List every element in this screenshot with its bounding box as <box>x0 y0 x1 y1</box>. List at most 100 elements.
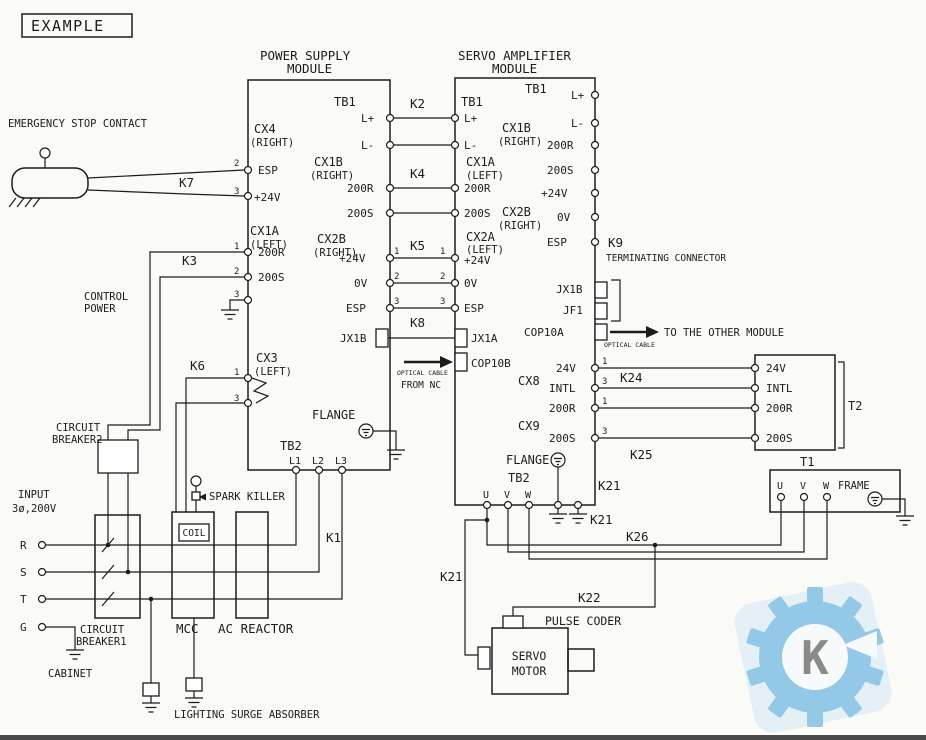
surge-absorber-2 <box>185 677 203 692</box>
pin-number: 2 <box>440 272 445 282</box>
cable-k21-c: K21 <box>440 569 463 584</box>
surge-absorber-1 <box>142 682 160 697</box>
coil-box <box>178 523 210 542</box>
wires <box>8 117 906 703</box>
wire-frame-ground <box>882 498 906 516</box>
wire-tb2-l3 <box>268 473 343 600</box>
ps-l1: L1 <box>289 456 301 467</box>
ps-lminus: L- <box>361 139 374 152</box>
pin-number: 2 <box>234 267 239 277</box>
circuit-breaker1-box <box>94 514 141 619</box>
cable-k25: K25 <box>630 447 653 462</box>
sa-cx8-intl: INTL <box>549 382 576 395</box>
wire-tb2-l1 <box>268 473 297 546</box>
ps-tb1: TB1 <box>334 95 356 109</box>
pin-number: 1 <box>394 247 399 257</box>
pulse-coder-label: PULSE CODER <box>545 614 621 628</box>
watermark-letter: K <box>801 631 829 685</box>
cable-k9: K9 <box>608 235 623 250</box>
sa-u: U <box>483 490 489 501</box>
sa-v: V <box>504 490 510 501</box>
t1-label: T1 <box>800 455 814 469</box>
sa-lminus: L- <box>464 139 477 152</box>
flange-ground-icon <box>358 423 374 439</box>
k9-bracket <box>611 279 621 322</box>
gear-hub <box>782 624 848 690</box>
emergency-stop-label: EMERGENCY STOP CONTACT <box>8 118 148 130</box>
pin-number: 3 <box>602 377 607 387</box>
pin-number: 3 <box>440 297 445 307</box>
sa-cx2a-0v: 0V <box>464 277 478 290</box>
ps-l3: L3 <box>335 456 347 467</box>
ps-cx1b-200r: 200R <box>347 182 374 195</box>
ps-cx3: CX3 <box>256 351 278 365</box>
ground-symbol <box>220 309 240 320</box>
cable-k4: K4 <box>410 166 425 181</box>
ps-cx2b-esp: ESP <box>346 302 366 315</box>
cable-k7: K7 <box>179 175 194 190</box>
input-label: INPUT <box>18 489 50 501</box>
components <box>11 13 901 697</box>
sa-cx9-200r: 200R <box>549 402 576 415</box>
sa-lplus: L+ <box>464 112 478 125</box>
arrowhead <box>440 356 453 368</box>
wire-flange-ground-left <box>373 430 397 450</box>
cop10a-connector <box>594 323 608 341</box>
t1-w: W <box>823 481 830 492</box>
emergency-stop-body <box>11 167 89 199</box>
t2-bracket <box>838 361 845 449</box>
wire-k26-v <box>507 500 805 553</box>
sa-esp-terminal: ESP <box>547 236 567 249</box>
ps-cx1b-200s: 200S <box>347 207 374 220</box>
spark-killer-component <box>191 491 201 501</box>
sa-cx2a-left: (LEFT) <box>466 244 504 256</box>
mcc-label: MCC <box>176 621 199 636</box>
wire-k26-w <box>528 500 828 560</box>
breaker1-label-2: BREAKER1 <box>76 636 127 648</box>
sa-cx1a-left: (LEFT) <box>466 170 504 182</box>
pin-number: 3 <box>234 187 239 197</box>
cabinet-label: CABINET <box>48 668 93 680</box>
t2-terminal-block <box>754 354 836 451</box>
t2-200r: 200R <box>766 402 793 415</box>
sa-cx2a-esp: ESP <box>464 302 484 315</box>
from-nc-note: FROM NC <box>401 380 441 391</box>
sa-cx8-24v: 24V <box>556 362 576 375</box>
ps-cx4: CX4 <box>254 122 276 136</box>
terminals <box>37 90 832 632</box>
servo-motor-label-2: MOTOR <box>512 664 547 678</box>
cx3-jumper-zigzag <box>251 377 270 404</box>
ps-cx4-esp: ESP <box>258 164 278 177</box>
control-power-1: CONTROL <box>84 291 128 303</box>
sa-tb1-left: TB1 <box>461 95 483 109</box>
cable-k21-a: K21 <box>598 478 621 493</box>
cable-k2: K2 <box>410 96 425 111</box>
sa-cx1a-200r: 200R <box>464 182 491 195</box>
flange-ground-icon <box>550 452 566 468</box>
ps-l2: L2 <box>312 456 324 467</box>
ground-symbol <box>548 513 568 524</box>
sa-cx1b-200r: 200R <box>547 139 574 152</box>
wire-cx1a-ground <box>229 299 245 310</box>
pin-number: 1 <box>602 397 607 407</box>
sa-tb2: TB2 <box>508 471 530 485</box>
terminating-connector-note: TERMINATING CONNECTOR <box>606 253 726 264</box>
cable-k6: K6 <box>190 358 205 373</box>
wire-k3-200s <box>127 276 245 440</box>
spark-killer-symbol <box>190 475 202 487</box>
wire-k6-1 <box>185 377 245 512</box>
pin-number: 3 <box>234 290 239 300</box>
sa-cx2b-right: (RIGHT) <box>498 220 542 232</box>
voltage-label: 3ø,200V <box>12 503 57 515</box>
example-box <box>21 13 133 38</box>
phase-s: S <box>20 566 27 579</box>
ground-symbol <box>141 702 161 713</box>
ps-cx3-left: (LEFT) <box>254 366 292 378</box>
watermark-logo: K <box>734 582 892 733</box>
ps-cx1b-right: (RIGHT) <box>310 170 354 182</box>
ps-lplus: L+ <box>361 112 375 125</box>
ps-cx1a-200s: 200S <box>258 271 285 284</box>
ps-cx1a-left: (LEFT) <box>250 239 288 251</box>
